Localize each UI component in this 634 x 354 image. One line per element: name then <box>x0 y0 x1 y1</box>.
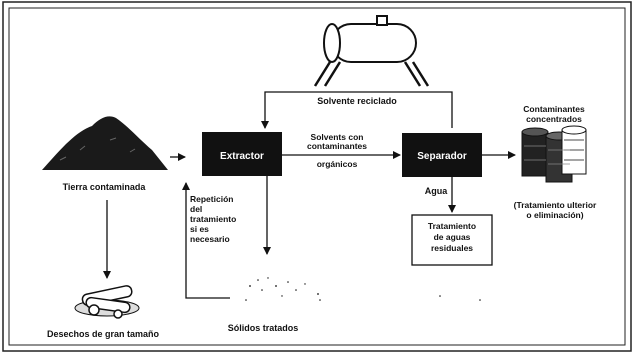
treated-solids-icon <box>245 277 481 301</box>
water-label: Agua <box>425 186 448 196</box>
soil-pile-icon <box>42 116 168 170</box>
separator-label: Separador <box>417 151 467 162</box>
repeat-line-5: necesario <box>190 234 230 244</box>
solvent-organics-line-1: Solvents con <box>311 132 364 142</box>
wastewater-line-2: de aguas <box>434 232 471 242</box>
concentrated-contaminants-line-2: concentrados <box>526 114 582 124</box>
solvent-organics-line-3: orgánicos <box>317 159 358 169</box>
solvent-organics-line-2: contaminantes <box>307 141 367 151</box>
treated-solids-label: Sólidos tratados <box>228 323 299 333</box>
drums-icon <box>521 125 587 183</box>
soil-label: Tierra contaminada <box>63 182 147 192</box>
separator-box <box>402 133 482 177</box>
further-treatment-line-1: (Tratamiento ulterior <box>514 200 597 210</box>
repeat-line-3: tratamiento <box>190 214 236 224</box>
repeat-treatment-loop <box>182 182 230 299</box>
repeat-line-2: del <box>190 204 202 214</box>
wastewater-line-1: Tratamiento <box>428 221 476 231</box>
debris-pile-icon <box>74 285 140 319</box>
recycled-solvent-label: Solvente reciclado <box>317 96 397 106</box>
inner-frame <box>8 7 626 346</box>
wastewater-line-3: residuales <box>431 243 473 253</box>
extractor-label: Extractor <box>220 151 264 162</box>
repeat-line-1: Repetición <box>190 194 233 204</box>
further-treatment-line-2: o eliminación) <box>526 210 583 220</box>
debris-label: Desechos de gran tamaño <box>47 329 160 339</box>
concentrated-contaminants-line-1: Contaminantes <box>523 104 585 114</box>
repeat-line-4: si es <box>190 224 209 234</box>
extractor-box <box>202 132 282 176</box>
wastewater-box <box>411 214 493 266</box>
solvent-tank-icon <box>313 15 430 87</box>
recycled-solvent-flow <box>261 91 453 129</box>
